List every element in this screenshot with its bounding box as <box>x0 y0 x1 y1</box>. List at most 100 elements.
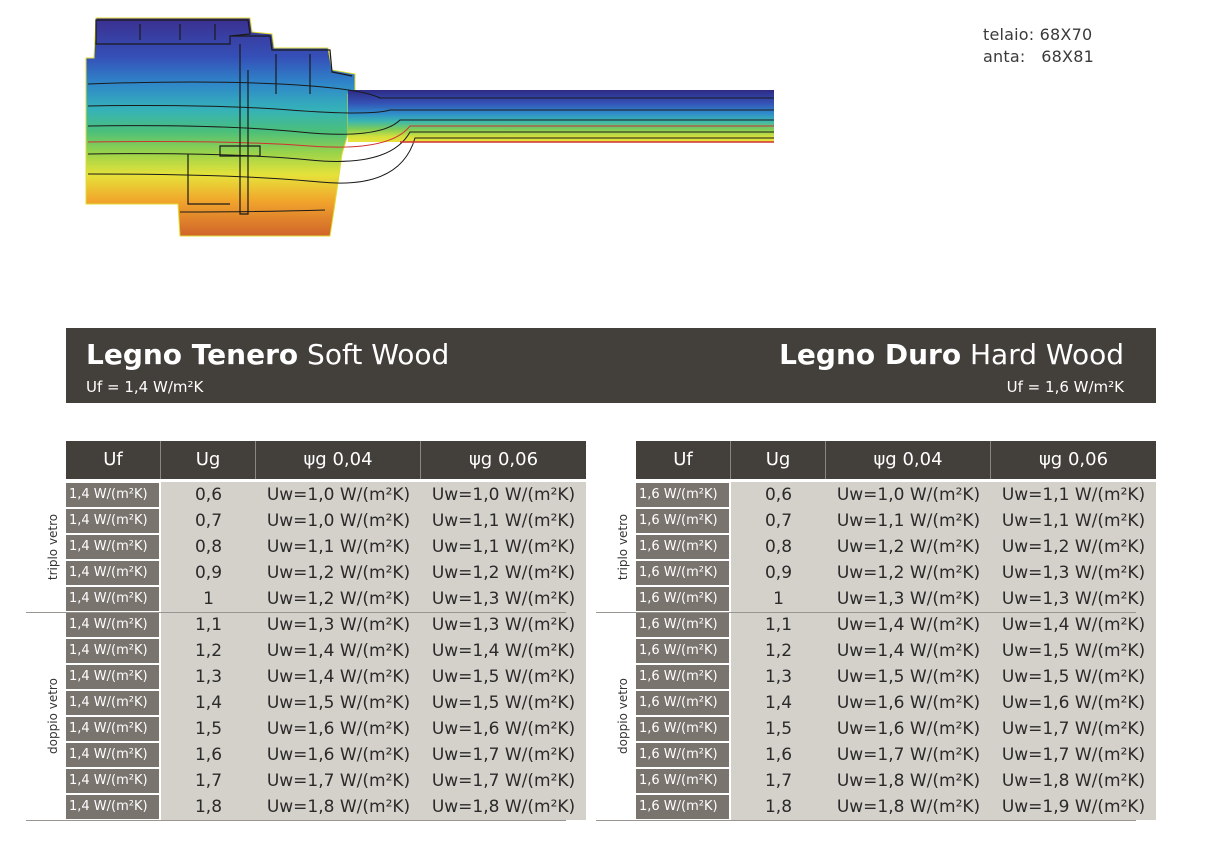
uf-cell: 1,4 W/(m²K) <box>66 535 161 559</box>
group-divider <box>596 612 1136 613</box>
ug-cell: 1,3 <box>731 664 826 690</box>
ug-cell: 1,4 <box>161 690 256 716</box>
anta-spec: anta: 68X81 <box>983 47 1094 66</box>
ug-cell: 1,2 <box>731 638 826 664</box>
hard-wood-uf: Uf = 1,6 W/m²K <box>1006 378 1124 396</box>
uf-cell: 1,6 W/(m²K) <box>636 639 731 663</box>
ug-cell: 0,8 <box>731 534 826 560</box>
header-psi-004: ψg 0,04 <box>826 441 991 479</box>
uw-psi-006-cell: Uw=1,1 W/(m²K) <box>421 508 586 534</box>
uw-psi-004-cell: Uw=1,2 W/(m²K) <box>826 534 991 560</box>
uw-psi-006-cell: Uw=1,1 W/(m²K) <box>991 508 1156 534</box>
ug-cell: 1,7 <box>161 768 256 794</box>
soft-wood-uf: Uf = 1,4 W/m²K <box>86 378 204 396</box>
uf-cell: 1,6 W/(m²K) <box>636 561 731 585</box>
uw-psi-006-cell: Uw=1,8 W/(m²K) <box>421 794 586 820</box>
group-label-doppio: doppio vetro <box>616 678 630 754</box>
ug-cell: 1,2 <box>161 638 256 664</box>
ug-cell: 1 <box>731 586 826 612</box>
header-psi-006: ψg 0,06 <box>991 441 1156 479</box>
header-uf: Uf <box>636 441 731 479</box>
ug-cell: 1,5 <box>731 716 826 742</box>
uf-cell: 1,4 W/(m²K) <box>66 665 161 689</box>
ug-cell: 1,8 <box>731 794 826 820</box>
uw-psi-006-cell: Uw=1,8 W/(m²K) <box>991 768 1156 794</box>
uw-psi-006-cell: Uw=1,5 W/(m²K) <box>421 690 586 716</box>
telaio-spec: telaio: 68X70 <box>983 25 1093 44</box>
uw-psi-004-cell: Uw=1,8 W/(m²K) <box>256 794 421 820</box>
uw-psi-006-cell: Uw=1,7 W/(m²K) <box>421 768 586 794</box>
uw-psi-004-cell: Uw=1,8 W/(m²K) <box>826 768 991 794</box>
uf-cell: 1,4 W/(m²K) <box>66 743 161 767</box>
ug-cell: 1,8 <box>161 794 256 820</box>
uw-psi-004-cell: Uw=1,1 W/(m²K) <box>256 534 421 560</box>
uw-psi-004-cell: Uw=1,7 W/(m²K) <box>256 768 421 794</box>
uw-psi-006-cell: Uw=1,6 W/(m²K) <box>421 716 586 742</box>
uw-psi-004-cell: Uw=1,3 W/(m²K) <box>826 586 991 612</box>
uf-cell: 1,6 W/(m²K) <box>636 535 731 559</box>
header-ug: Ug <box>731 441 826 479</box>
uf-cell: 1,6 W/(m²K) <box>636 717 731 741</box>
ug-cell: 1,7 <box>731 768 826 794</box>
uw-psi-006-cell: Uw=1,5 W/(m²K) <box>421 664 586 690</box>
uw-psi-006-cell: Uw=1,1 W/(m²K) <box>991 482 1156 508</box>
ug-cell: 1,6 <box>161 742 256 768</box>
uw-psi-006-cell: Uw=1,5 W/(m²K) <box>991 664 1156 690</box>
uw-psi-004-cell: Uw=1,2 W/(m²K) <box>256 586 421 612</box>
uw-psi-006-cell: Uw=1,2 W/(m²K) <box>421 560 586 586</box>
hard-wood-title: Legno Duro Hard Wood <box>779 338 1124 372</box>
uf-cell: 1,4 W/(m²K) <box>66 561 161 585</box>
uw-psi-006-cell: Uw=1,7 W/(m²K) <box>991 716 1156 742</box>
uf-cell: 1,6 W/(m²K) <box>636 691 731 715</box>
uw-psi-004-cell: Uw=1,4 W/(m²K) <box>256 664 421 690</box>
ug-cell: 1,3 <box>161 664 256 690</box>
group-divider <box>596 820 1136 821</box>
uw-psi-006-cell: Uw=1,2 W/(m²K) <box>991 534 1156 560</box>
uw-psi-006-cell: Uw=1,1 W/(m²K) <box>421 534 586 560</box>
uw-psi-004-cell: Uw=1,1 W/(m²K) <box>826 508 991 534</box>
ug-cell: 0,7 <box>731 508 826 534</box>
uw-psi-006-cell: Uw=1,7 W/(m²K) <box>991 742 1156 768</box>
ug-cell: 1,1 <box>161 612 256 638</box>
uw-psi-004-cell: Uw=1,8 W/(m²K) <box>826 794 991 820</box>
uf-cell: 1,4 W/(m²K) <box>66 509 161 533</box>
uf-cell: 1,4 W/(m²K) <box>66 587 161 611</box>
uw-psi-004-cell: Uw=1,5 W/(m²K) <box>256 690 421 716</box>
uw-psi-006-cell: Uw=1,9 W/(m²K) <box>991 794 1156 820</box>
uf-cell: 1,4 W/(m²K) <box>66 795 161 819</box>
ug-cell: 0,7 <box>161 508 256 534</box>
uw-psi-004-cell: Uw=1,4 W/(m²K) <box>826 612 991 638</box>
uf-cell: 1,6 W/(m²K) <box>636 795 731 819</box>
group-divider <box>26 612 566 613</box>
uf-cell: 1,4 W/(m²K) <box>66 483 161 507</box>
uw-psi-004-cell: Uw=1,0 W/(m²K) <box>826 482 991 508</box>
uw-psi-004-cell: Uw=1,5 W/(m²K) <box>826 664 991 690</box>
uw-psi-004-cell: Uw=1,0 W/(m²K) <box>256 482 421 508</box>
uw-psi-004-cell: Uw=1,6 W/(m²K) <box>826 716 991 742</box>
ug-cell: 1,1 <box>731 612 826 638</box>
header-psi-006: ψg 0,06 <box>421 441 586 479</box>
uf-cell: 1,6 W/(m²K) <box>636 769 731 793</box>
uw-psi-004-cell: Uw=1,7 W/(m²K) <box>826 742 991 768</box>
uf-cell: 1,4 W/(m²K) <box>66 769 161 793</box>
uw-psi-006-cell: Uw=1,4 W/(m²K) <box>991 612 1156 638</box>
uf-cell: 1,6 W/(m²K) <box>636 587 731 611</box>
frame-specs: telaio: 68X70 anta: 68X81 <box>983 24 1094 68</box>
group-label-doppio: doppio vetro <box>46 678 60 754</box>
ug-cell: 1,5 <box>161 716 256 742</box>
uf-cell: 1,4 W/(m²K) <box>66 639 161 663</box>
